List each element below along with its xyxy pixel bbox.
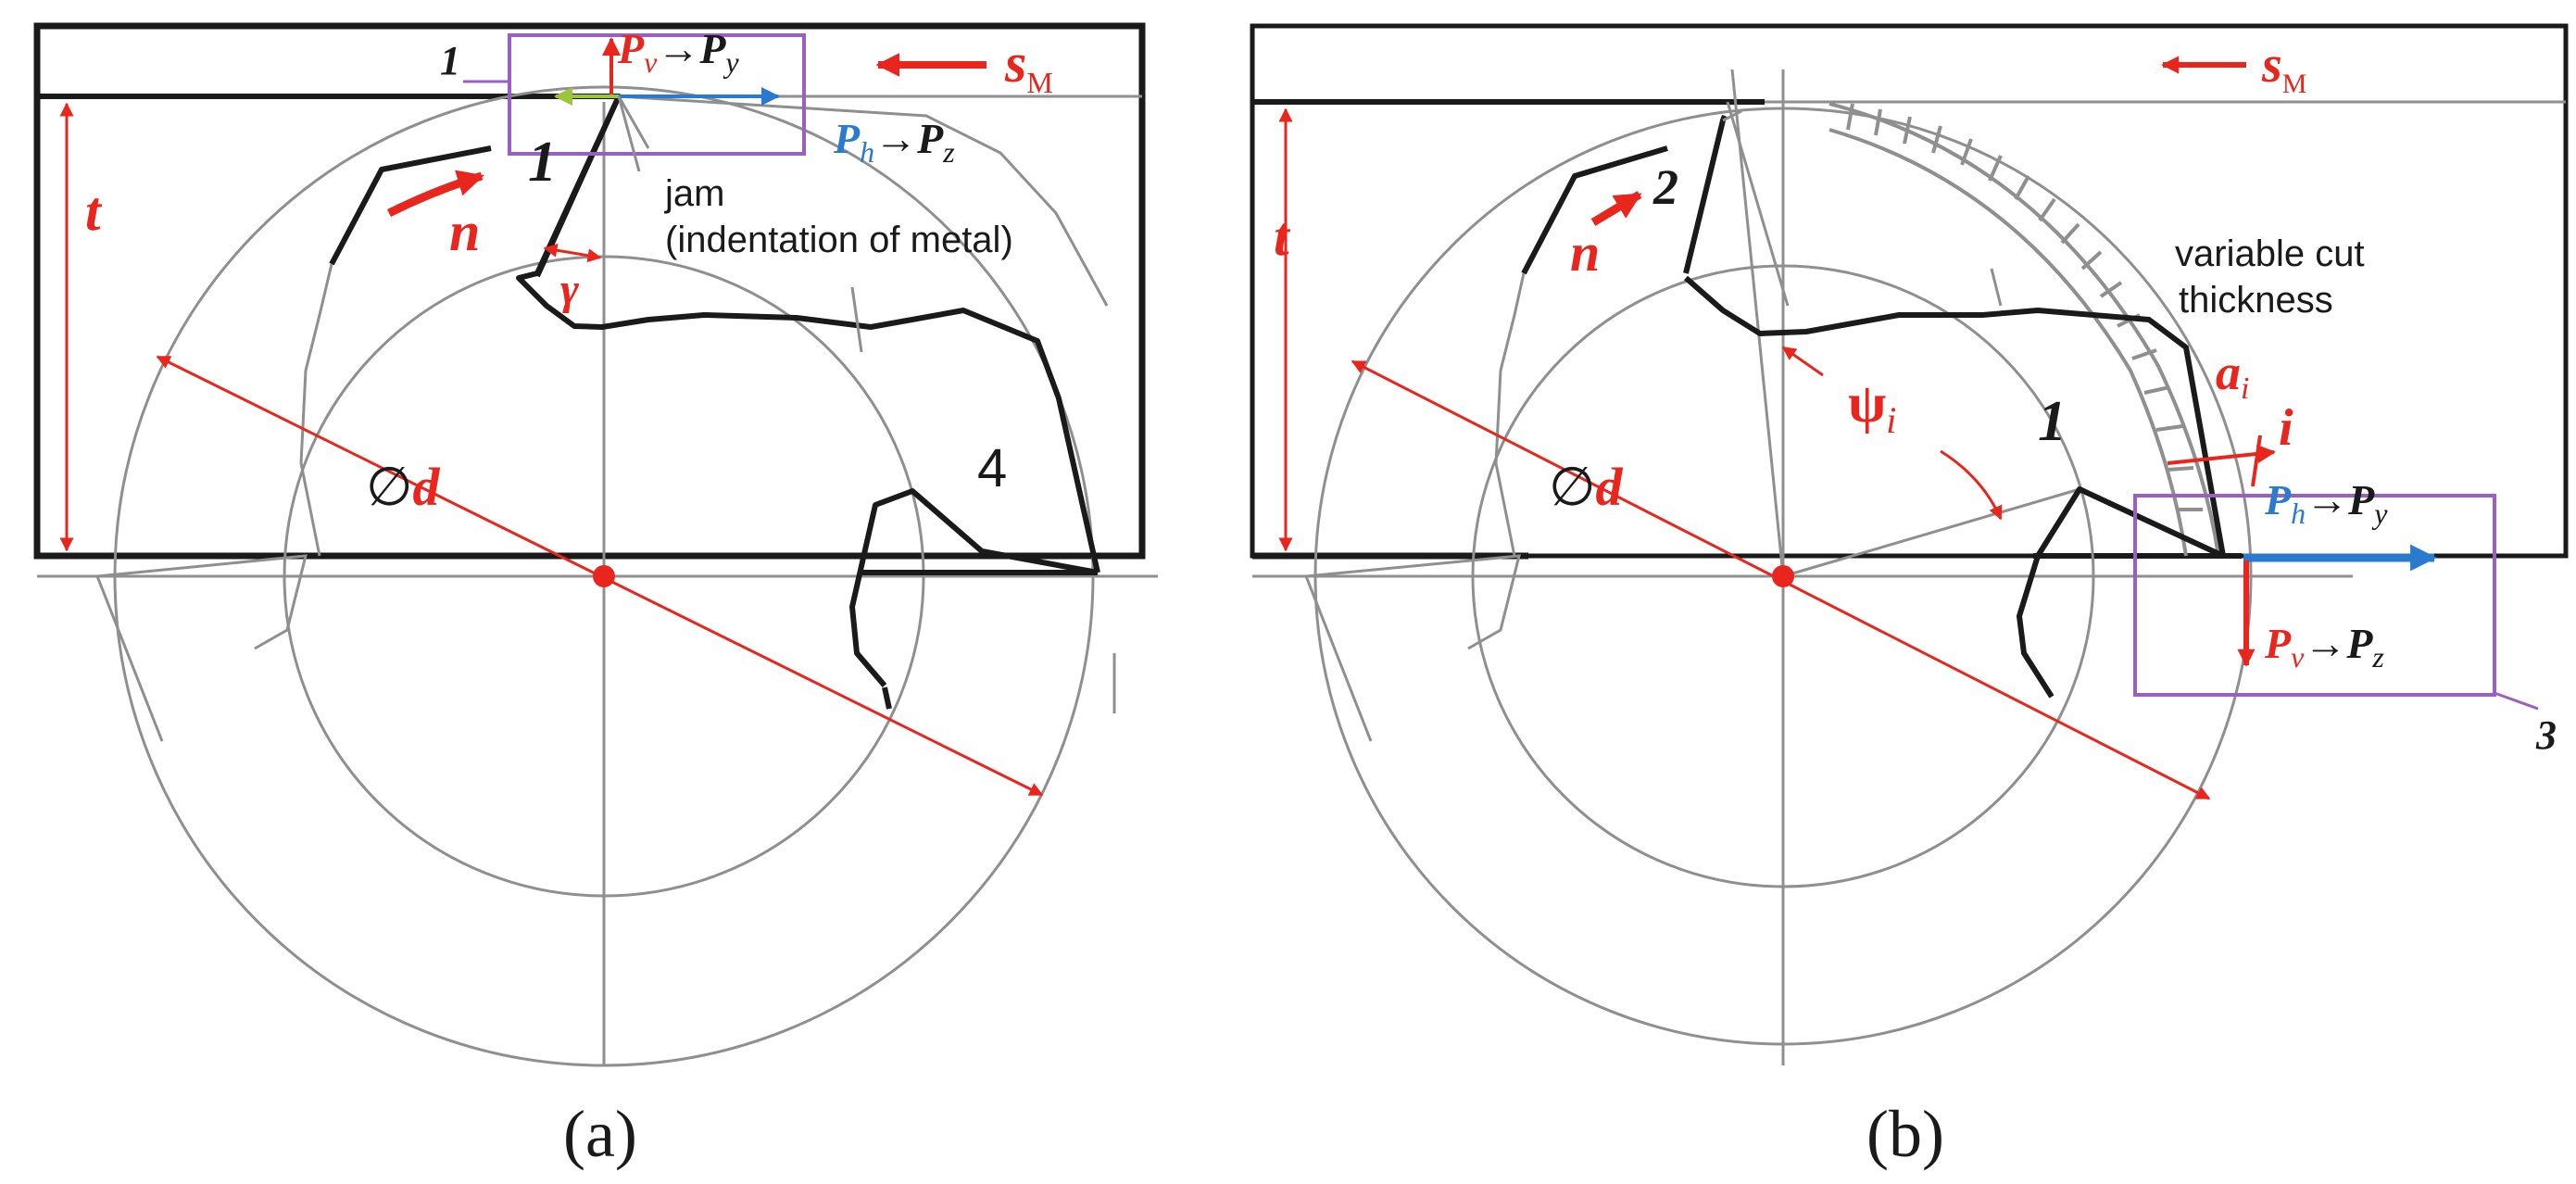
- force-v-label-a: Pv→Py: [617, 25, 739, 79]
- feed-label-b: sM: [2261, 36, 2306, 99]
- depth-label-b: t: [1274, 206, 1291, 267]
- tooth-1-label-b: 1: [2038, 390, 2067, 453]
- caption-a: (a): [563, 1097, 637, 1171]
- rake-label-a: γ: [560, 265, 579, 314]
- frame-3-label: 3: [2535, 712, 2557, 758]
- a-label-b: ai: [2216, 345, 2249, 406]
- tooth-2-label-b: 2: [1652, 159, 1678, 215]
- diameter-label-b: ∅d: [1549, 457, 1624, 517]
- force-h-label-b: Ph→Py: [2264, 476, 2388, 530]
- jam-leader-a: [617, 95, 641, 172]
- rotation-label-a: n: [449, 201, 480, 262]
- depth-label-a: t: [85, 181, 103, 242]
- i-label-b: i: [2279, 399, 2293, 457]
- force-v-label-b: Pv→Pz: [2264, 620, 2384, 674]
- frame-3-leader: [2494, 691, 2539, 711]
- panel-b: 3 Ph→Py Pv→Pz sM t n 2 ψi 1 vari: [1250, 23, 2569, 1171]
- feed-label-a: sM: [1004, 32, 1053, 99]
- psi-arrow-arc-b: [1940, 449, 2003, 521]
- i-marker-b: [2251, 435, 2262, 487]
- rake-arrow-a: [543, 243, 602, 263]
- frame-1-label: 1: [440, 38, 460, 83]
- center-dot-b: [1772, 565, 1794, 587]
- detail-frame-1: [508, 33, 806, 156]
- tooth-1-label-a: 1: [528, 131, 557, 194]
- panel-a: 1 Pv→Py Ph→Pz sM t 1 n γ jam (indent: [33, 22, 1158, 1171]
- diameter-label-a: ∅d: [366, 457, 441, 517]
- rotation-label-b: n: [1570, 222, 1600, 283]
- variable-cut-text-b: variable cut thickness: [2175, 233, 2375, 321]
- jam-text-a: jam (indentation of metal): [664, 173, 1013, 260]
- rotation-arrow-b: [1590, 191, 1642, 226]
- outer-circle-a: [113, 85, 1095, 1067]
- caption-b: (b): [1866, 1097, 1944, 1171]
- cutter-geometry-b: [1252, 69, 2353, 1065]
- tooth-4-label-a: 4: [977, 438, 1007, 498]
- psi-arrow-top-b: [1781, 346, 1824, 377]
- force-h-label-a: Ph→Pz: [833, 115, 955, 169]
- psi-label-b: ψi: [1848, 372, 1896, 441]
- rotation-arrow-a: [386, 170, 484, 218]
- center-dot-a: [593, 565, 615, 587]
